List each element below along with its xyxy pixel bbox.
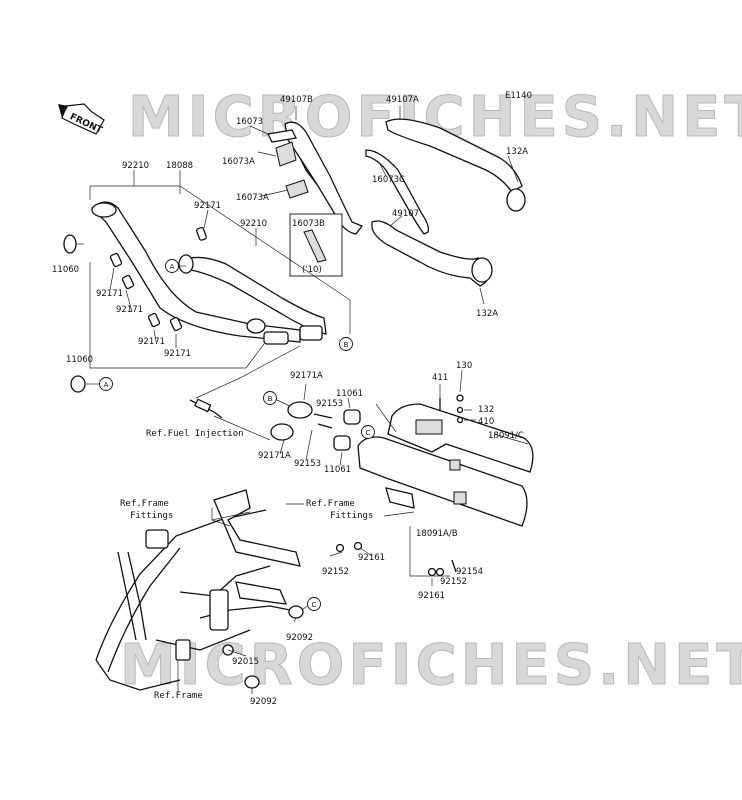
label-132A-1: 132A (506, 147, 528, 157)
exhaust-pipe-18088 (91, 201, 327, 345)
bolt-92153 (313, 413, 333, 429)
label-92171-4: 92171 (138, 337, 165, 347)
label-411: 411 (432, 373, 448, 383)
ref-labels: Ref.Fuel Injection Ref.Frame Fittings Re… (120, 429, 373, 701)
label-92153-2: 92153 (294, 459, 321, 469)
label-92152-2: 92152 (440, 577, 467, 587)
label-92171-5: 92171 (164, 349, 191, 359)
label-16073A-2: 16073A (236, 193, 269, 203)
label-92161-1: 92161 (358, 553, 385, 563)
label-18091AB: 18091A/B (416, 529, 458, 539)
label-16073B: 16073B (292, 219, 325, 229)
label-92092-1: 92092 (286, 633, 313, 643)
label-11060-2: 11060 (66, 355, 93, 365)
callout-B-upper-text: B (344, 341, 349, 349)
bracket-muffler (385, 487, 415, 509)
damper-92092-2 (244, 675, 260, 689)
label-10: ('10) (302, 265, 322, 275)
callout-A-upper: A (165, 259, 186, 273)
label-92171-1: 92171 (194, 201, 221, 211)
heat-cover-end-cap (506, 188, 526, 212)
label-18091C: 18091/C (488, 431, 524, 441)
ref-frame-fittings-2-line2: Fittings (330, 511, 373, 521)
shield-16073 (267, 129, 297, 143)
label-92015: 92015 (232, 657, 259, 667)
clamp-92171A-2 (270, 423, 294, 441)
muffler-18091AB (357, 436, 528, 527)
label-410: 410 (478, 417, 494, 427)
oxygen-sensor (189, 398, 223, 419)
label-92161-2: 92161 (418, 591, 445, 601)
damper-92092-1 (288, 605, 304, 619)
callout-C-lower: C (301, 597, 321, 611)
callout-B-upper: B (339, 337, 353, 351)
label-16073: 16073 (236, 117, 263, 127)
label-92171-3: 92171 (116, 305, 143, 315)
callout-C-lower-text: C (312, 601, 317, 609)
clamp-92171-set (109, 226, 207, 332)
ref-frame-fittings-2-line1: Ref.Frame (306, 499, 355, 509)
label-92210-2: 92210 (240, 219, 267, 229)
watermark-top: MICROFICHES.NET (128, 85, 742, 150)
shield-16073A-2 (285, 179, 309, 199)
callout-A-lower-text: A (104, 381, 109, 389)
washer-92152 (335, 543, 437, 577)
label-49107: 49107 (392, 209, 419, 219)
label-16073A-1: 16073A (222, 157, 255, 167)
label-92171-2: 92171 (96, 289, 123, 299)
heat-cover-16073C (365, 149, 430, 235)
gasket-11061-2 (333, 435, 351, 451)
bolts-muffler (439, 394, 464, 424)
label-92171A-2: 92171A (258, 451, 291, 461)
gasket-11060-1 (63, 234, 77, 254)
label-49107B: 49107B (280, 95, 313, 105)
figure-code: E1140 (505, 91, 532, 101)
gasket-11061-1 (343, 409, 361, 425)
front-arrow-icon: FRONT (58, 103, 105, 136)
label-130: 130 (456, 361, 472, 371)
gasket-11060-2 (70, 375, 86, 393)
callout-A-lower: A (86, 377, 113, 391)
frame-assembly (95, 489, 301, 691)
callout-C-upper-text: C (366, 429, 371, 437)
label-92092-2: 92092 (250, 697, 277, 707)
clamp-92171A-1 (287, 401, 313, 419)
label-49107A: 49107A (386, 95, 419, 105)
label-92210-1: 92210 (122, 161, 149, 171)
ref-frame-fittings-1-line2: Fittings (130, 511, 173, 521)
label-92153-1: 92153 (316, 399, 343, 409)
label-11060-1: 11060 (52, 265, 79, 275)
leader-lines (76, 106, 529, 694)
label-16073C: 16073C (372, 175, 405, 185)
callout-C-upper: C (361, 425, 375, 439)
ref-fuel-injection: Ref.Fuel Injection (146, 429, 244, 439)
label-92154: 92154 (456, 567, 483, 577)
nut-92161 (353, 541, 445, 577)
label-132: 132 (478, 405, 494, 415)
ref-frame: Ref.Frame (154, 691, 203, 701)
label-18088: 18088 (166, 161, 193, 171)
bolt-92154 (451, 559, 457, 573)
watermark-bottom: MICROFICHES.NET (120, 633, 742, 698)
label-11061-1: 11061 (336, 389, 363, 399)
callout-B-lower: B (263, 391, 291, 407)
callout-B-lower-text: B (268, 395, 273, 403)
callout-A-upper-text: A (170, 263, 175, 271)
ref-frame-fittings-1-line1: Ref.Frame (120, 499, 169, 509)
label-132A-2: 132A (476, 309, 498, 319)
label-11061-2: 11061 (324, 465, 351, 475)
muffler-18091C (387, 403, 534, 473)
label-92152-1: 92152 (322, 567, 349, 577)
part-labels: 49107B 49107A 16073 16073A 16073A 16073C… (52, 95, 528, 707)
heat-cover-49107 (371, 220, 493, 287)
shield-16073A-1 (275, 141, 297, 167)
label-92171A-1: 92171A (290, 371, 323, 381)
